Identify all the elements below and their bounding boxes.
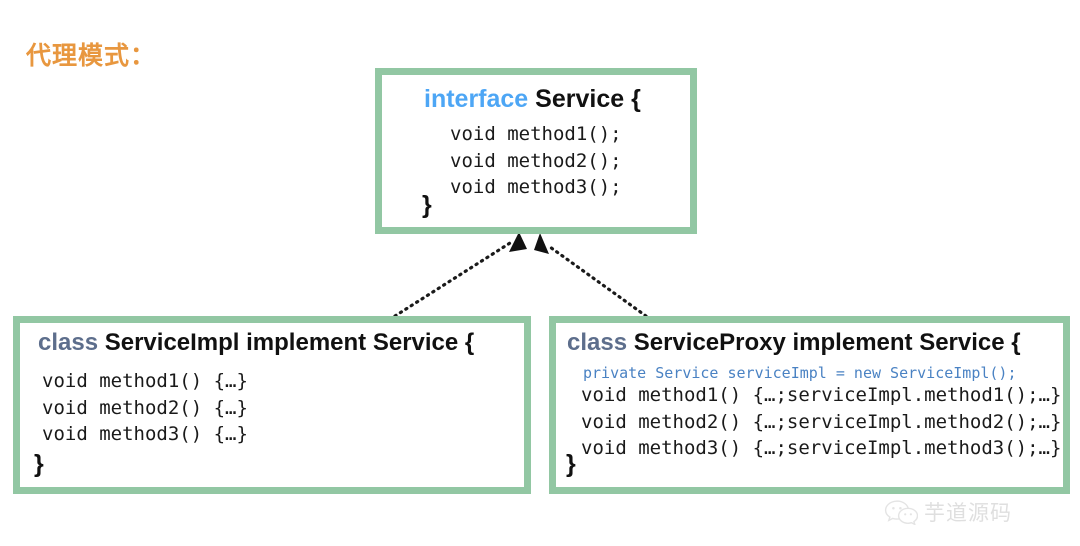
- wechat-icon: [884, 500, 918, 525]
- class-serviceimpl-signature: class ServiceImpl implement Service {: [38, 330, 474, 355]
- class-serviceproxy-signature: class ServiceProxy implement Service {: [567, 330, 1021, 355]
- interface-service-methods: void method1(); void method2(); void met…: [450, 123, 622, 198]
- class-serviceimpl-content: class ServiceImpl implement Service { vo…: [20, 323, 524, 487]
- relation-line-impl: [393, 241, 512, 318]
- class-serviceimpl-methods: void method1() {…} void method2() {…} vo…: [42, 370, 248, 445]
- interface-service-box: interface Service { void method1(); void…: [375, 68, 697, 234]
- interface-service-closing-brace: }: [422, 191, 432, 219]
- keyword-class-impl: class: [38, 329, 99, 356]
- page-title: 代理模式：: [26, 42, 157, 70]
- class-serviceproxy-box: class ServiceProxy implement Service { p…: [549, 316, 1070, 494]
- keyword-class-proxy: class: [567, 329, 628, 356]
- class-serviceimpl-box: class ServiceImpl implement Service { vo…: [13, 316, 531, 494]
- watermark-text: 芋道源码: [924, 502, 1012, 525]
- arrowhead-impl: [509, 232, 527, 252]
- arrowhead-proxy: [534, 233, 549, 254]
- class-serviceimpl-signature-tail: ServiceImpl implement Service {: [98, 329, 475, 356]
- interface-service-signature-tail: Service {: [528, 85, 641, 113]
- watermark: 芋道源码: [884, 497, 1012, 527]
- class-serviceproxy-signature-tail: ServiceProxy implement Service {: [627, 329, 1021, 356]
- relation-line-proxy: [548, 245, 648, 318]
- class-serviceimpl-closing-brace: }: [34, 450, 44, 478]
- keyword-interface: interface: [424, 85, 529, 113]
- class-serviceproxy-field: private Service serviceImpl = new Servic…: [583, 364, 1017, 382]
- interface-service-signature: interface Service {: [424, 86, 641, 112]
- class-serviceproxy-content: class ServiceProxy implement Service { p…: [556, 323, 1063, 487]
- interface-service-content: interface Service { void method1(); void…: [382, 75, 690, 227]
- class-serviceproxy-closing-brace: }: [566, 450, 576, 478]
- class-serviceproxy-methods: void method1() {…;serviceImpl.method1();…: [581, 384, 1062, 459]
